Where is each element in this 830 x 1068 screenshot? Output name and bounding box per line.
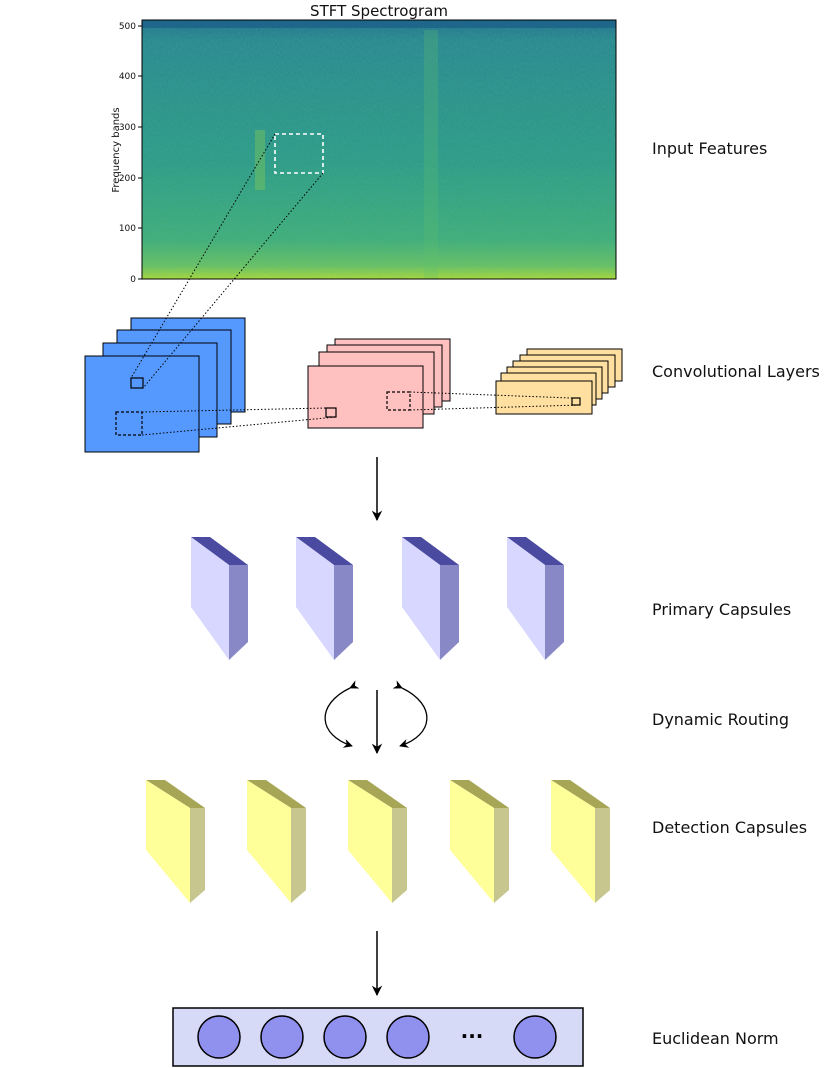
spectrogram-title: STFT Spectrogram (310, 2, 448, 20)
spectrogram-panel: STFT Spectrogram 0 100 200 300 400 500 F… (111, 2, 617, 285)
kernel-box (386, 391, 411, 411)
norm-node (386, 1015, 430, 1059)
projection-line (409, 391, 573, 399)
capsule-side-face (440, 565, 459, 660)
stage-label-conv: Convolutional Layers (652, 362, 820, 381)
routing-loop-right (392, 680, 428, 748)
primary-capsule (507, 537, 564, 660)
receptive-field-box (274, 133, 324, 174)
stage-label-input: Input Features (652, 139, 767, 158)
spectrogram-vertical-streak (424, 30, 438, 279)
kernel-box (571, 397, 581, 406)
euclidean-norm-layer: ··· (172, 1007, 584, 1067)
y-axis: 0 100 200 300 400 500 Frequency bands (111, 22, 142, 285)
capsule-top-face (507, 537, 564, 565)
stage-label-detection: Detection Capsules (652, 818, 807, 837)
primary-capsules (191, 537, 564, 660)
feature-map (307, 365, 424, 429)
stage-labels: Input Features Convolutional Layers Prim… (652, 139, 820, 1048)
y-tick-label: 500 (119, 22, 136, 32)
capsule-front-face (551, 780, 595, 903)
capsule-side-face (545, 565, 564, 660)
spectrogram-frame (141, 19, 617, 280)
y-tick-label: 100 (119, 224, 136, 234)
projection-lines (130, 133, 581, 436)
detection-capsule (146, 780, 205, 903)
stage-label-norm: Euclidean Norm (652, 1029, 779, 1048)
norm-node (323, 1015, 367, 1059)
y-tick-label: 200 (119, 174, 136, 184)
capsule-front-face (191, 537, 229, 660)
projection-line (409, 404, 581, 411)
norm-node (197, 1015, 241, 1059)
detection-capsule (348, 780, 407, 903)
capsule-top-face (348, 780, 407, 808)
dynamic-routing-arrows (324, 680, 428, 755)
capsule-top-face (551, 780, 610, 808)
detection-capsule (247, 780, 306, 903)
capsule-top-face (296, 537, 353, 565)
projection-line (141, 407, 327, 413)
capsule-side-face (190, 808, 205, 903)
detection-capsule (450, 780, 509, 903)
y-tick-label: 300 (119, 123, 136, 133)
spectrogram-event-streak (255, 130, 265, 190)
capsule-side-face (392, 808, 407, 903)
kernel-box (115, 411, 143, 436)
routing-loop-left (324, 680, 360, 748)
capsule-side-face (229, 565, 248, 660)
detection-capsules (146, 780, 610, 903)
capsule-top-face (146, 780, 205, 808)
capsule-front-face (146, 780, 190, 903)
spectrogram-texture (142, 20, 616, 279)
feature-map (84, 355, 200, 453)
conv-layer-2-stack (307, 338, 451, 429)
capsule-top-face (247, 780, 306, 808)
primary-capsule (191, 537, 248, 660)
projection-line (142, 172, 324, 389)
capsule-front-face (348, 780, 392, 903)
spectrogram-top-band (142, 20, 616, 28)
capsule-front-face (247, 780, 291, 903)
detection-capsule (551, 780, 610, 903)
norm-node (513, 1015, 557, 1059)
capsule-front-face (296, 537, 334, 660)
conv-layer-3-stack (495, 348, 623, 415)
capsule-side-face (291, 808, 306, 903)
capsule-front-face (402, 537, 440, 660)
capsule-side-face (595, 808, 610, 903)
primary-capsule (402, 537, 459, 660)
y-axis-title: Frequency bands (111, 107, 122, 192)
stage-label-primary: Primary Capsules (652, 600, 791, 619)
norm-node (260, 1015, 304, 1059)
capsule-side-face (494, 808, 509, 903)
conv-layer-1-stack (84, 317, 246, 453)
projection-line (141, 416, 337, 436)
norm-ellipsis: ··· (461, 1024, 484, 1048)
capsule-side-face (334, 565, 353, 660)
capsule-front-face (507, 537, 545, 660)
kernel-box (130, 377, 144, 389)
primary-capsule (296, 537, 353, 660)
capsule-top-face (402, 537, 459, 565)
capsule-top-face (191, 537, 248, 565)
capsule-front-face (450, 780, 494, 903)
y-tick-label: 0 (130, 275, 136, 285)
capsule-top-face (450, 780, 509, 808)
y-tick-label: 400 (119, 72, 136, 82)
stage-label-routing: Dynamic Routing (652, 710, 789, 729)
